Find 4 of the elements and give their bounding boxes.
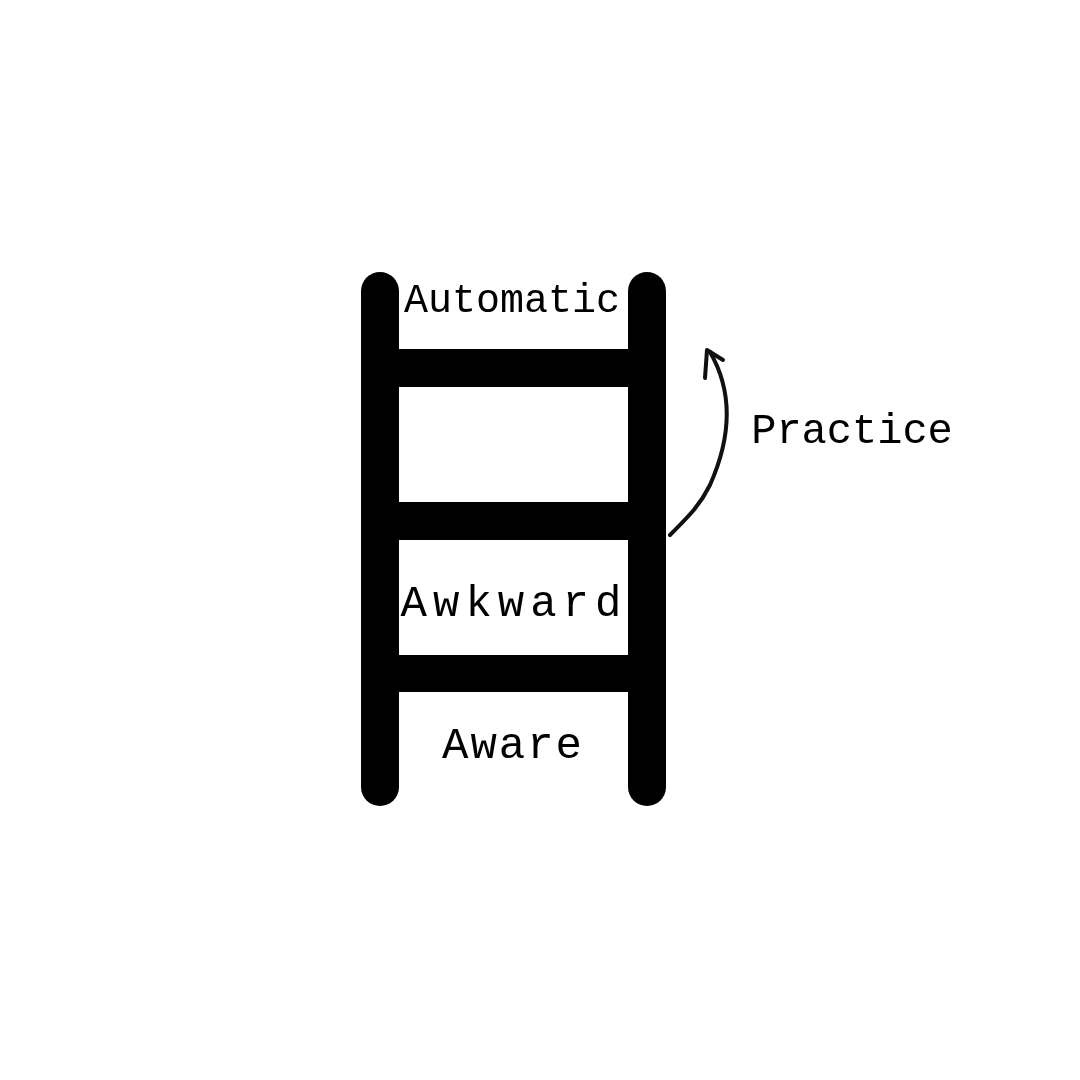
step-label: Aware — [442, 724, 584, 768]
step-label: Automatic — [404, 282, 620, 322]
arrow-label: Practice — [751, 411, 953, 453]
step-label: Awkward — [400, 582, 628, 626]
